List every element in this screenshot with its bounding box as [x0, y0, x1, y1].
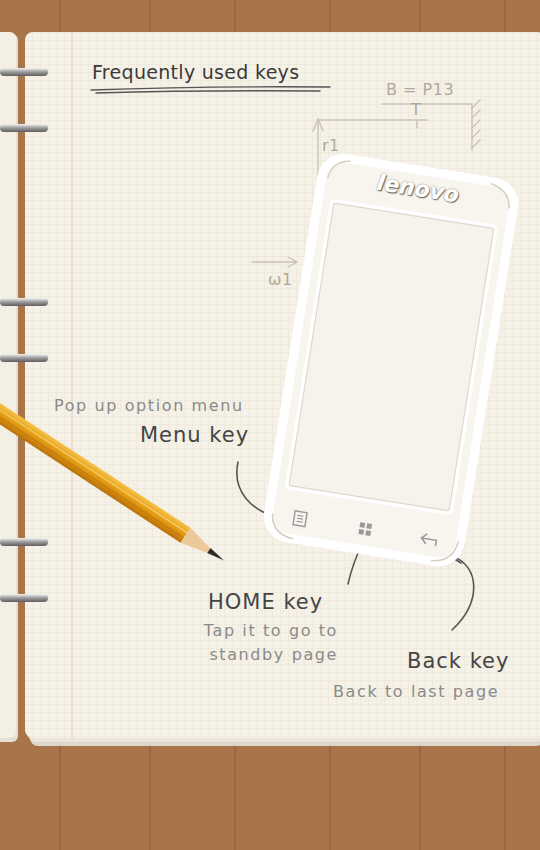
- phone-sketch-stroke: [265, 155, 517, 565]
- left-page: [0, 32, 16, 738]
- key-name: HOME key: [208, 587, 323, 619]
- dimension-label-wrap: r1: [322, 134, 340, 158]
- menu-key-icon: [293, 511, 307, 527]
- notebook-page: [25, 32, 540, 738]
- dimension-label: T: [411, 98, 421, 122]
- home-key-icon: [358, 522, 372, 536]
- dimension-label-wrap: B = P13: [386, 78, 454, 102]
- binder-rings: [0, 68, 48, 602]
- key-name-wrap: HOME key: [208, 587, 323, 619]
- title-wrap: Frequently used keys: [92, 58, 299, 87]
- dimension-label-wrap: ω1: [268, 268, 293, 292]
- phone-screen: [287, 201, 496, 513]
- key-description-wrap: Tap it to go to standby page: [150, 619, 338, 667]
- menu-key-icon: [297, 515, 304, 522]
- back-key-icon: [421, 533, 438, 546]
- margin-line: [71, 32, 72, 738]
- phone-body: [263, 153, 519, 567]
- key-description: Back to last page: [333, 680, 499, 704]
- phone-screen-edge: [289, 203, 494, 511]
- dimension-label: r1: [322, 134, 340, 158]
- page-grid: [25, 32, 540, 738]
- dimension-label: ω1: [268, 268, 293, 292]
- key-name-wrap: Menu key: [140, 420, 249, 452]
- title: Frequently used keys: [92, 58, 299, 87]
- key-description: Tap it to go to standby page: [204, 621, 338, 664]
- key-name: Menu key: [140, 420, 249, 452]
- key-description-wrap: Pop up option menu: [54, 394, 244, 418]
- dimension-label: B = P13: [386, 78, 454, 102]
- key-description-wrap: Back to last page: [333, 680, 499, 704]
- dimension-label-wrap: T: [411, 98, 421, 122]
- phone-sketch-stroke: [269, 158, 514, 565]
- key-name: Back key: [407, 646, 509, 678]
- title-underline: [91, 87, 330, 93]
- key-name-wrap: Back key: [407, 646, 509, 678]
- key-description: Pop up option menu: [54, 394, 244, 418]
